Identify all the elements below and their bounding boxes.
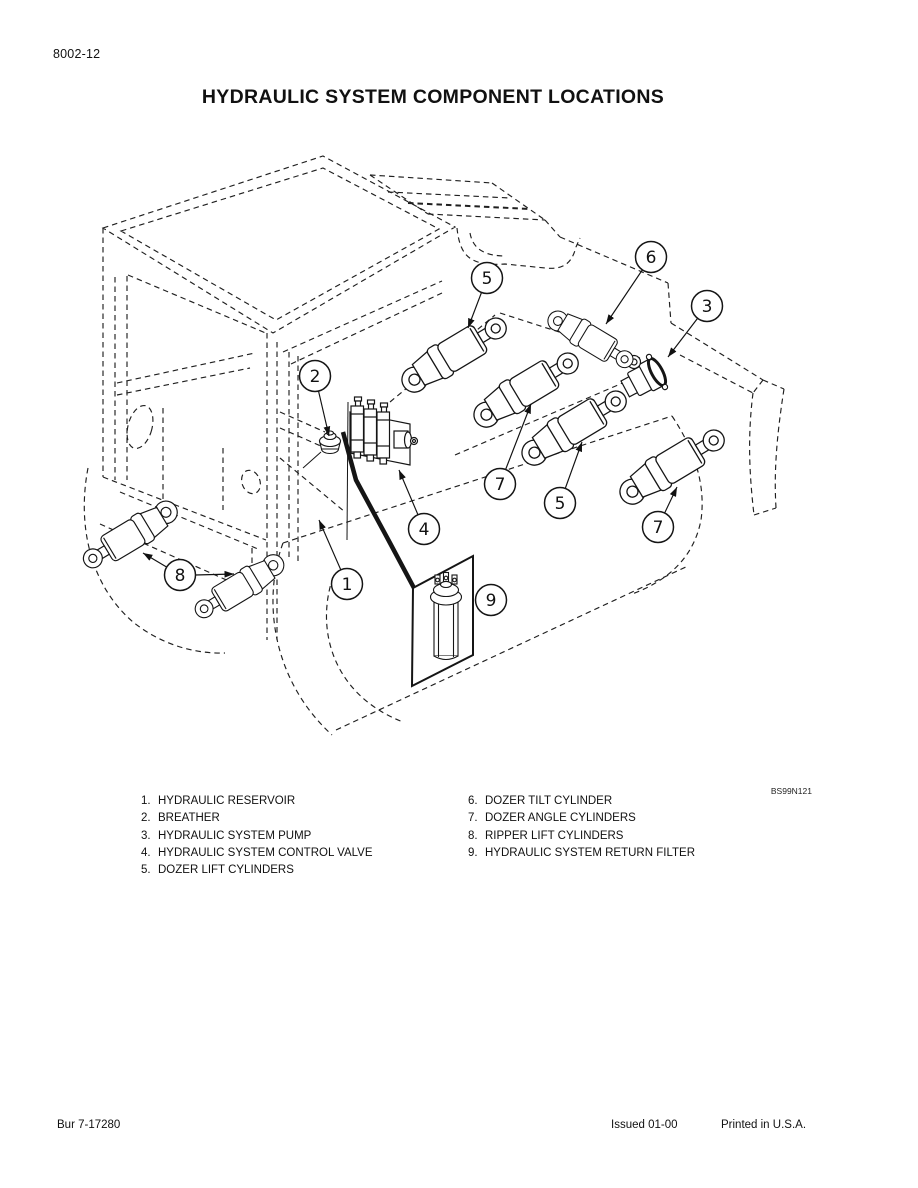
callout-6-number: 6 <box>646 248 657 268</box>
legend-item-5: 5. DOZER LIFT CYLINDERS <box>141 862 373 879</box>
legend-column-1: 1. HYDRAULIC RESERVOIR 2. BREATHER 3. HYDRA… <box>141 793 373 879</box>
hydraulic-hose-line <box>340 431 416 590</box>
legend-item-3-label: HYDRAULIC SYSTEM PUMP <box>158 829 312 842</box>
legend-item-9: 9. HYDRAULIC SYSTEM RETURN FILTER <box>468 845 695 862</box>
legend-item-1: 1. HYDRAULIC RESERVOIR <box>141 793 373 810</box>
callout-7-left: 7 <box>483 467 517 501</box>
page-number: 8002-12 <box>53 47 101 61</box>
callout-7-right: 7 <box>641 510 675 544</box>
callout-9-number: 9 <box>486 591 497 611</box>
callout-3: 3 <box>690 289 724 323</box>
callout-balloons: 1 2 3 4 5 5 6 <box>163 240 724 617</box>
callout-6: 6 <box>634 240 668 274</box>
ripper-lift-cylinder-lower <box>188 547 292 627</box>
footer-issued-date: Issued 01-00 <box>611 1119 678 1131</box>
callout-4-number: 4 <box>419 520 430 540</box>
legend-item-3: 3. HYDRAULIC SYSTEM PUMP <box>141 828 373 845</box>
callout-9: 9 <box>474 583 508 617</box>
callout-5-upper: 5 <box>470 261 504 295</box>
canopy-louvers <box>369 174 561 238</box>
footer-publication-number: Bur 7-17280 <box>57 1119 121 1131</box>
legend-item-8: 8. RIPPER LIFT CYLINDERS <box>468 828 695 845</box>
legend-item-2-label: BREATHER <box>158 812 220 825</box>
legend-item-7-number: 7. <box>468 812 478 825</box>
legend-item-4-number: 4. <box>141 846 151 859</box>
callout-1-number: 1 <box>342 575 353 595</box>
legend-column-2: 6. DOZER TILT CYLINDER 7. DOZER ANGLE CYLI… <box>468 793 695 862</box>
legend-item-8-label: RIPPER LIFT CYLINDERS <box>485 829 624 842</box>
legend-item-9-number: 9. <box>468 846 478 859</box>
hydraulic-system-return-filter <box>410 554 474 688</box>
footer-printed-in: Printed in U.S.A. <box>721 1119 807 1131</box>
legend-item-6-number: 6. <box>468 795 478 807</box>
breather <box>318 430 342 455</box>
legend-item-1-number: 1. <box>141 795 151 807</box>
hydraulic-component-location-diagram: 1 2 3 4 5 5 6 <box>76 155 785 736</box>
callout-8: 8 <box>163 558 197 592</box>
legend-item-8-number: 8. <box>468 829 478 842</box>
reservoir-edge-line <box>346 401 349 541</box>
hydraulic-system-control-valve <box>349 396 419 466</box>
page-title: HYDRAULIC SYSTEM COMPONENT LOCATIONS <box>201 86 665 108</box>
callout-5-upper-number: 5 <box>482 269 493 289</box>
breather-tube-line <box>302 451 322 469</box>
ripper-frame-outline <box>83 467 259 654</box>
legend-item-6: 6. DOZER TILT CYLINDER <box>468 793 695 810</box>
legend-item-6-label: DOZER TILT CYLINDER <box>485 795 613 807</box>
legend-item-7-label: DOZER ANGLE CYLINDERS <box>485 812 636 825</box>
legend-item-1-label: HYDRAULIC RESERVOIR <box>158 795 296 807</box>
legend-item-5-label: DOZER LIFT CYLINDERS <box>158 864 294 877</box>
callout-5-lower: 5 <box>543 486 577 520</box>
legend-item-2-number: 2. <box>141 812 151 825</box>
callout-3-number: 3 <box>702 297 713 317</box>
dozer-lift-cylinder-upper <box>393 307 515 401</box>
legend-item-9-label: HYDRAULIC SYSTEM RETURN FILTER <box>485 846 696 859</box>
callout-2: 2 <box>298 359 332 393</box>
callout-5-lower-number: 5 <box>555 494 566 514</box>
legend-item-5-number: 5. <box>141 864 151 877</box>
figure-reference-code: BS99N121 <box>770 786 812 796</box>
callout-8-number: 8 <box>175 566 186 586</box>
callout-7-right-number: 7 <box>653 518 664 538</box>
legend-item-4-label: HYDRAULIC SYSTEM CONTROL VALVE <box>158 846 373 859</box>
legend-item-4: 4. HYDRAULIC SYSTEM CONTROL VALVE <box>141 845 373 862</box>
legend-item-2: 2. BREATHER <box>141 810 373 827</box>
callout-2-number: 2 <box>310 367 321 387</box>
callout-7-left-number: 7 <box>495 475 506 495</box>
legend-item-3-number: 3. <box>141 829 151 842</box>
dozer-blade-outline <box>749 379 785 516</box>
callout-4: 4 <box>407 512 441 546</box>
legend-item-7: 7. DOZER ANGLE CYLINDERS <box>468 810 695 827</box>
callout-1: 1 <box>330 567 364 601</box>
hydraulic-system-pump <box>620 353 669 398</box>
